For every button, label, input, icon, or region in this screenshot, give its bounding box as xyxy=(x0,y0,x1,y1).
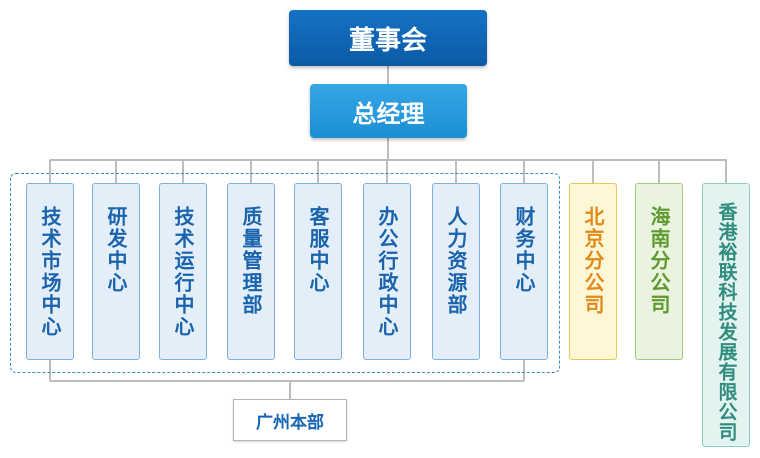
dept-label: 办公行政中心 xyxy=(375,206,399,338)
branch-hongkong: 香港裕联科技发展有限公司 xyxy=(702,183,750,447)
dept-admin: 办公行政中心 xyxy=(363,183,411,360)
branch-hainan: 海南分公司 xyxy=(635,183,683,360)
dept-tech-operation: 技术运行中心 xyxy=(159,183,207,360)
dept-label: 技术运行中心 xyxy=(171,206,195,338)
branch-label: 香港裕联科技发展有限公司 xyxy=(715,202,738,442)
guangzhou-group-frame xyxy=(10,173,560,373)
dept-tech-market: 技术市场中心 xyxy=(26,183,74,360)
board-box: 董事会 xyxy=(289,10,487,66)
dept-quality: 质量管理部 xyxy=(227,183,275,360)
dept-rnd: 研发中心 xyxy=(92,183,140,360)
branch-beijing: 北京分公司 xyxy=(569,183,617,360)
branch-label: 北京分公司 xyxy=(581,206,605,316)
dept-hr: 人力资源部 xyxy=(432,183,480,360)
dept-label: 研发中心 xyxy=(104,206,128,294)
dept-label: 质量管理部 xyxy=(239,206,263,316)
dept-label: 技术市场中心 xyxy=(38,206,62,338)
guangzhou-headquarters-box: 广州本部 xyxy=(233,399,347,441)
dept-label: 人力资源部 xyxy=(444,206,468,316)
dept-label: 财务中心 xyxy=(512,206,536,294)
branch-label: 海南分公司 xyxy=(647,206,671,316)
dept-finance: 财务中心 xyxy=(500,183,548,360)
dept-customer-service: 客服中心 xyxy=(294,183,342,360)
general-manager-box: 总经理 xyxy=(310,84,467,138)
dept-label: 客服中心 xyxy=(306,206,330,294)
